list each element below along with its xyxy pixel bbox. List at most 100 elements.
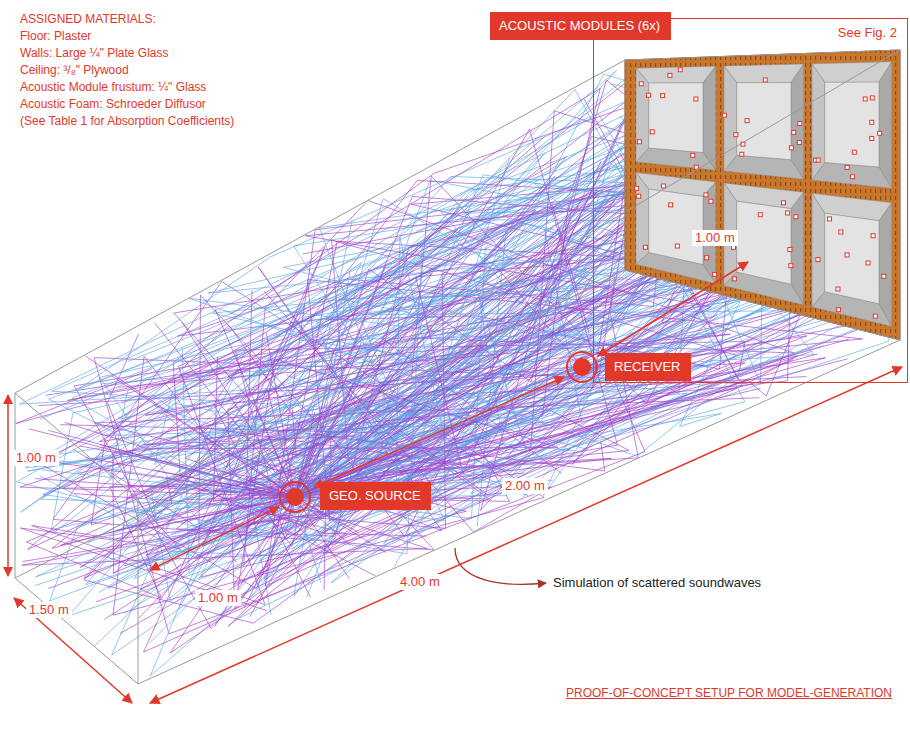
receiver-marker — [740, 152, 744, 156]
module-face — [879, 62, 892, 189]
sound-ray — [78, 179, 824, 497]
module-face — [649, 189, 703, 265]
source-dot — [286, 488, 304, 506]
sound-ray — [43, 196, 897, 592]
box-label: ACOUSTIC MODULES (6x) — [499, 18, 660, 34]
receiver-dot — [573, 358, 591, 376]
module-face — [825, 82, 879, 167]
sound-ray — [295, 221, 352, 497]
dimension-label: 1.00 m — [692, 230, 738, 246]
box-label: GEO. SOURCE — [329, 488, 421, 504]
dimension-label: 4.00 m — [397, 574, 443, 590]
module-face — [825, 213, 879, 303]
receiver-marker — [758, 213, 762, 217]
receiver-marker — [828, 217, 832, 221]
sound-ray — [38, 74, 697, 521]
receiver-marker — [850, 175, 854, 179]
sound-ray — [215, 309, 295, 497]
module-face — [791, 64, 804, 179]
dimension-line — [150, 367, 902, 703]
receiver-marker — [734, 133, 738, 137]
sound-ray — [295, 347, 764, 497]
room-edge — [15, 60, 625, 393]
dimension-label: 2.00 m — [502, 478, 548, 494]
sound-ray — [117, 451, 295, 497]
dimension-label: 1.00 m — [195, 590, 241, 606]
receiver-marker — [643, 245, 647, 249]
receiver-marker — [691, 153, 695, 157]
box-label: See Fig. 2 — [838, 25, 897, 41]
sound-ray — [144, 197, 799, 652]
sound-ray — [243, 210, 629, 497]
receiver-marker — [650, 130, 654, 134]
module-face — [812, 193, 825, 307]
module-face — [812, 163, 892, 189]
room-edge — [15, 393, 16, 578]
receiver-marker — [792, 130, 796, 134]
sound-ray — [295, 339, 849, 497]
receiver-marker — [839, 230, 843, 234]
receiver-marker — [705, 256, 709, 260]
receiver-marker — [732, 277, 736, 281]
figure-caption: PROOF-OF-CONCEPT SETUP FOR MODEL-GENERAT… — [566, 686, 892, 700]
material-note: Ceiling: ³/₈" Plywood — [20, 63, 129, 77]
receiver-marker — [845, 165, 849, 169]
sound-ray — [69, 176, 895, 617]
sound-ray — [42, 470, 295, 497]
dimension-lines — [8, 262, 902, 703]
receiver-marker — [871, 234, 875, 238]
receiver-marker — [637, 140, 641, 144]
module-face — [649, 83, 703, 153]
receiver-marker — [836, 308, 840, 312]
sound-ray — [297, 121, 829, 597]
sound-ray — [25, 72, 892, 579]
module-face — [724, 64, 804, 83]
receiver-marker — [662, 184, 666, 188]
room-edge — [625, 60, 626, 270]
receiver-marker — [639, 82, 643, 86]
sound-ray — [86, 356, 295, 497]
dimension-label: 1.50 m — [26, 602, 72, 618]
room-edge — [625, 50, 900, 60]
receiver-marker — [713, 272, 717, 276]
receiver-marker — [789, 146, 793, 150]
sound-ray — [295, 58, 827, 497]
receiver-marker — [661, 94, 665, 98]
material-note: Acoustic Foam: Schroeder Diffusor — [20, 97, 206, 111]
module-face — [724, 66, 737, 171]
receiver-marker — [863, 97, 867, 101]
sound-ray — [60, 463, 295, 497]
module-face — [737, 82, 791, 159]
sound-ray — [40, 90, 811, 566]
dimension-line — [14, 598, 132, 703]
receiver-marker — [852, 150, 856, 154]
back-wall-foam — [625, 50, 900, 340]
material-note: Acoustic Module frustum: ¼" Glass — [20, 80, 206, 94]
receiver-marker — [870, 96, 874, 100]
room-edge — [15, 578, 138, 684]
room-edges — [15, 50, 900, 684]
sound-ray — [43, 195, 876, 554]
sound-ray — [295, 388, 761, 497]
sound-ray — [155, 323, 295, 497]
module-face — [636, 68, 649, 162]
room-edge — [138, 340, 900, 684]
receiver-marker — [836, 287, 840, 291]
material-note: (See Table 1 for Absorption Coefficients… — [20, 114, 234, 128]
sound-ray — [224, 115, 866, 626]
receiver-marker — [763, 78, 767, 82]
sound-ray — [295, 315, 717, 497]
box-label: RECEIVER — [614, 359, 680, 375]
sound-ray — [215, 497, 295, 519]
sound-ray — [48, 430, 295, 497]
receiver-marker — [675, 244, 679, 248]
dimension-line — [7, 395, 9, 576]
receiver-marker — [845, 253, 849, 257]
room-edge — [138, 50, 900, 499]
sound-ray — [20, 53, 876, 611]
receiver-marker — [866, 261, 870, 265]
receiver-marker — [694, 97, 698, 101]
sound-ray — [295, 311, 866, 497]
room-edge — [15, 393, 138, 499]
